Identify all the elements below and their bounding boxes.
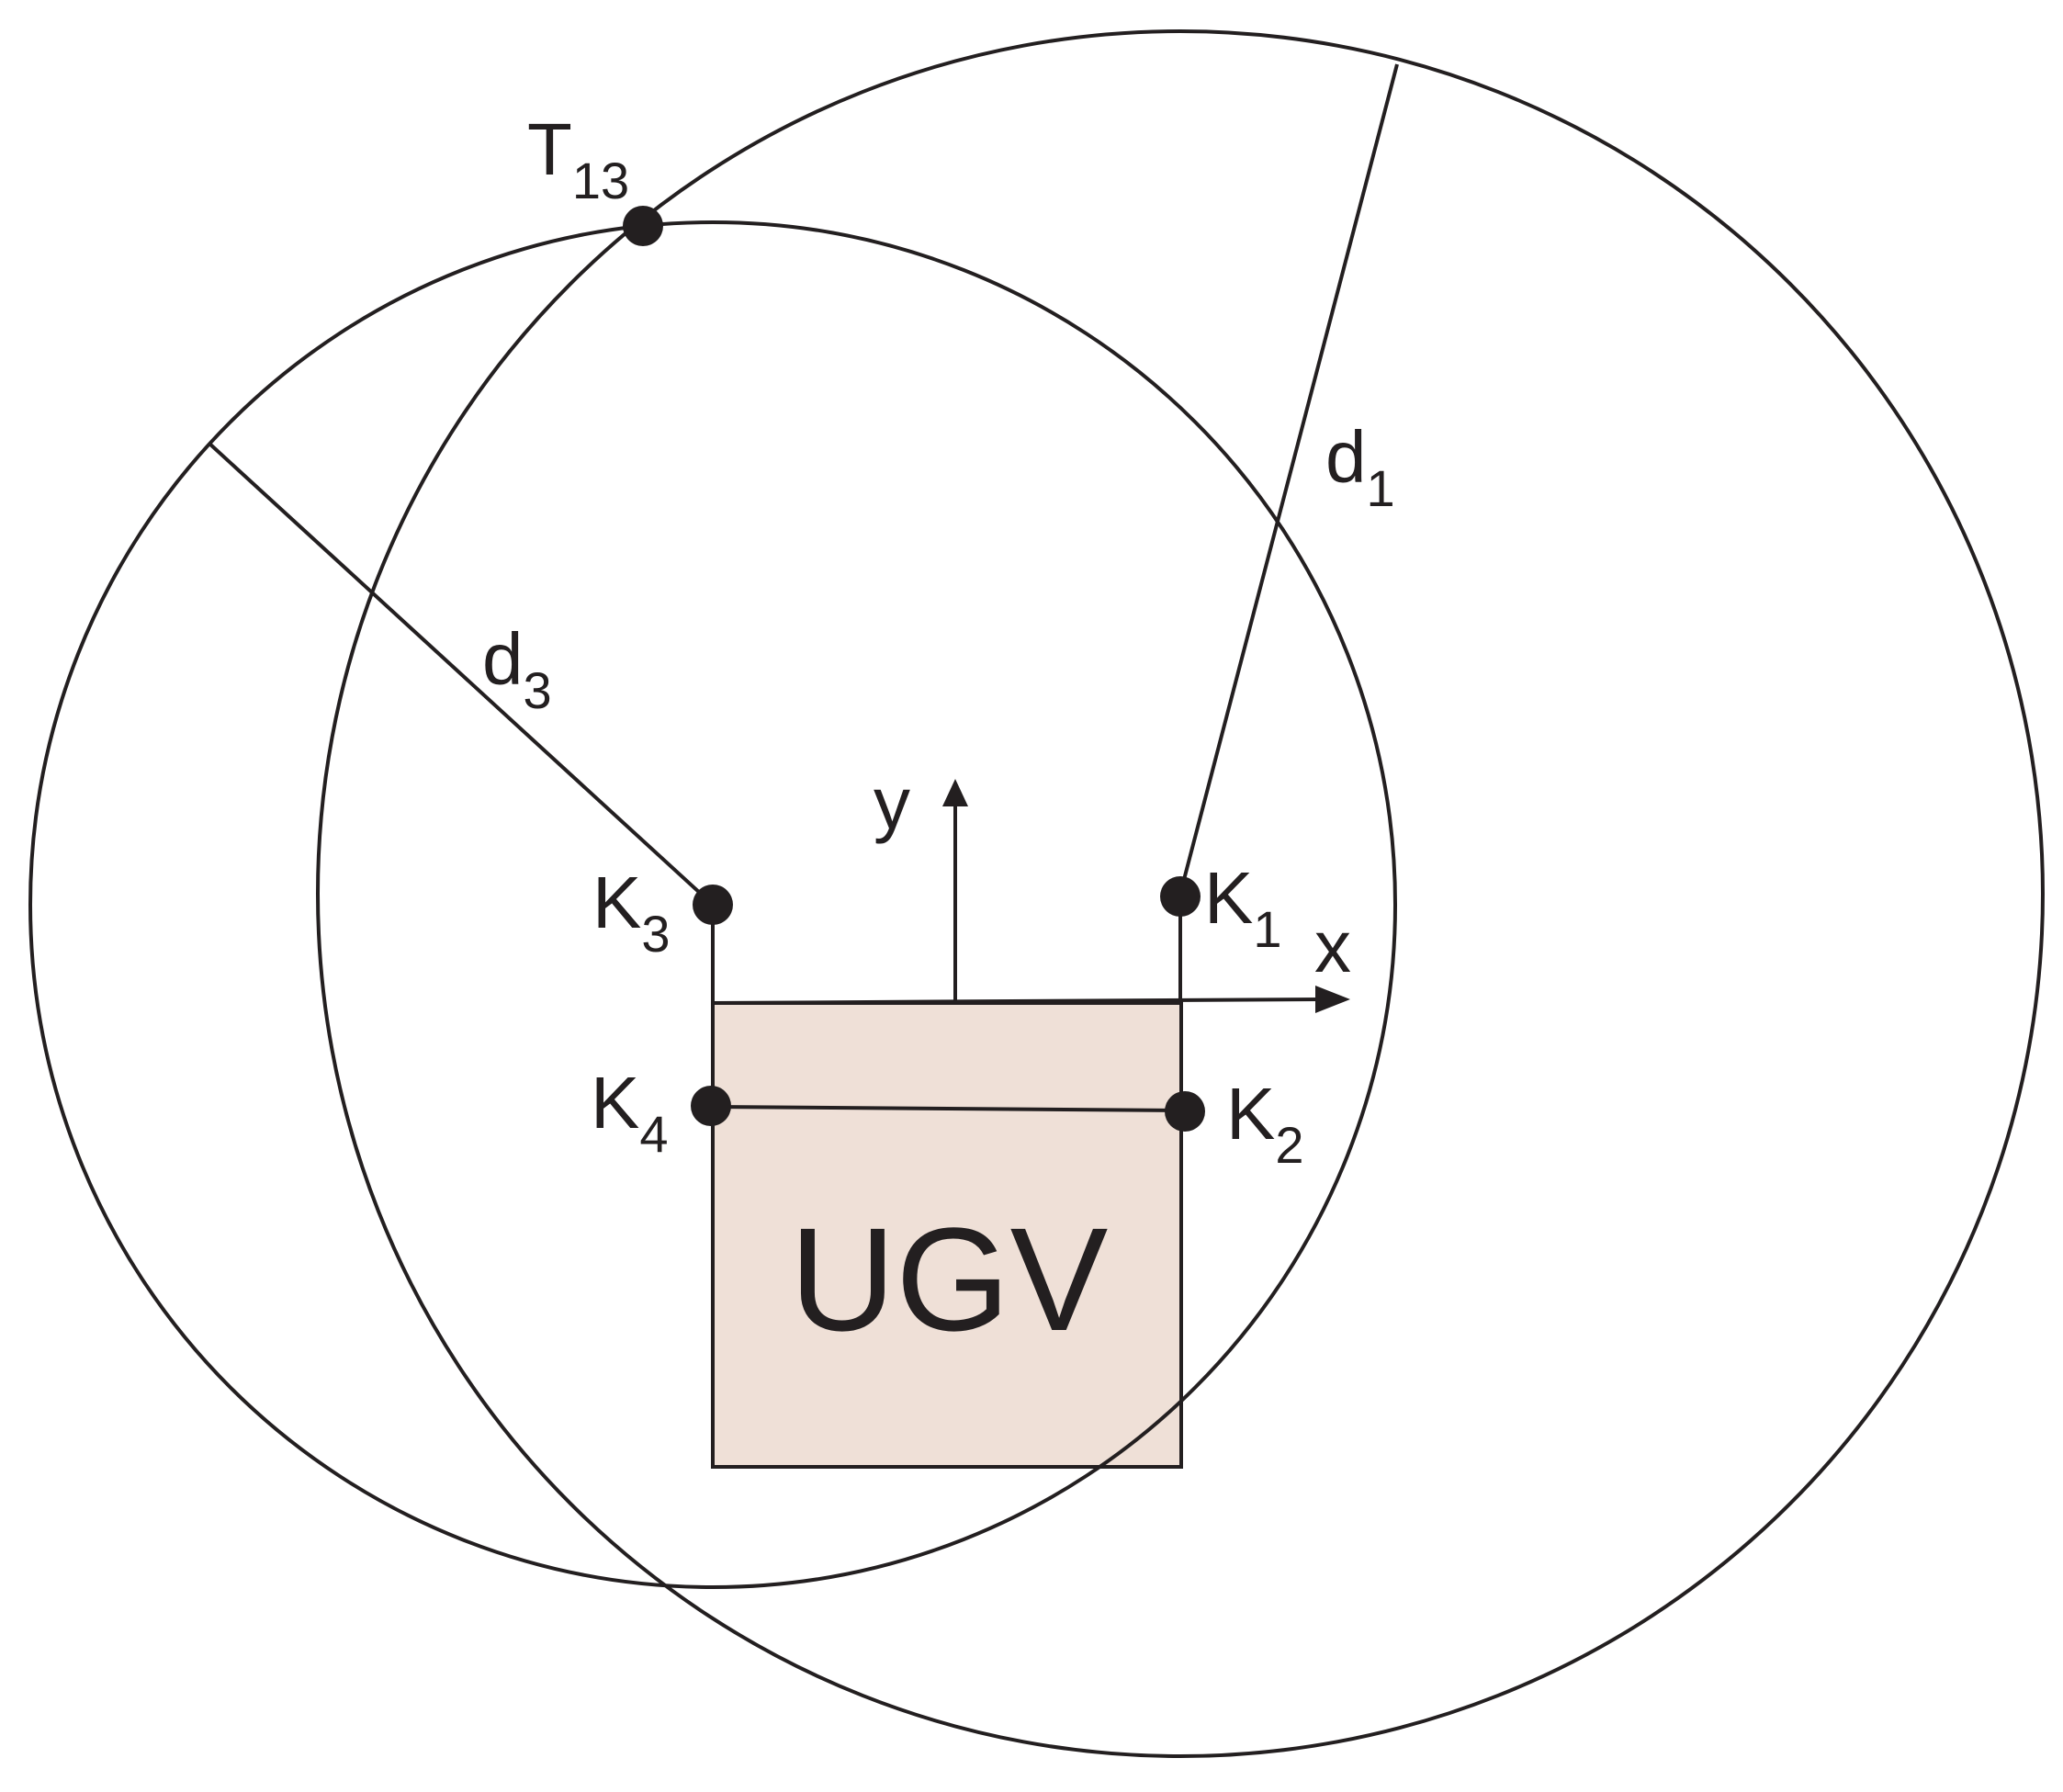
x-axis (712, 997, 1324, 1005)
ugv-body (711, 1001, 1183, 1469)
bar-k4-k2 (712, 1105, 1186, 1112)
circle-d1 (316, 29, 2045, 1758)
label-k4: K4 (591, 1062, 669, 1163)
point-k1 (1160, 876, 1201, 917)
label-d3: d3 (482, 618, 552, 719)
label-d1: d1 (1325, 416, 1395, 517)
label-k2: K2 (1226, 1073, 1304, 1174)
y-axis-arrow-icon (942, 779, 968, 806)
label-t13: T13 (527, 108, 629, 209)
point-k3 (693, 885, 733, 925)
label-k3: K3 (592, 862, 671, 963)
label-y: y (874, 762, 910, 844)
point-t13 (623, 206, 663, 246)
label-x: x (1314, 906, 1351, 987)
point-k2 (1165, 1091, 1205, 1132)
label-k1: K1 (1204, 857, 1282, 958)
radius-line-d3 (207, 441, 715, 907)
point-k4 (691, 1086, 731, 1126)
x-axis-arrow-icon (1315, 986, 1350, 1013)
ugv-label: UGV (790, 1197, 1109, 1361)
circle-d3 (28, 220, 1397, 1589)
radius-line-d1 (1178, 63, 1399, 895)
